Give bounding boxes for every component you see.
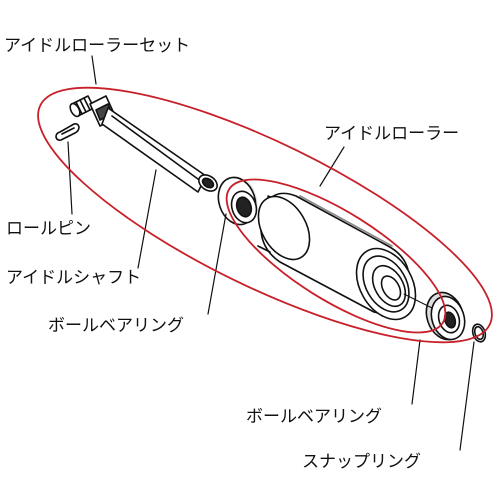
- leader-roll-pin: [67, 141, 73, 215]
- ball-bearing-left-label: ボールベアリング: [48, 316, 184, 336]
- idle-shaft-label: アイドルシャフト: [6, 268, 142, 288]
- snap-ring-label: スナップリング: [302, 452, 421, 472]
- leader-idle-roller-set: [91, 55, 97, 85]
- idle-roller-set-label: アイドルローラーセット: [4, 36, 191, 56]
- ball-bearing-right-label: ボールベアリング: [246, 407, 382, 427]
- idle-roller-label: アイドルローラー: [324, 124, 460, 144]
- leader-ball-bearing-left: [207, 213, 227, 315]
- roll-pin-label: ロールピン: [6, 219, 91, 239]
- assembly-axis-line: [403, 293, 433, 309]
- leader-idle-roller: [319, 146, 345, 187]
- ball-bearing-left-part: [217, 176, 258, 226]
- leader-ball-bearing-right: [411, 339, 421, 405]
- idle-roller-part: [257, 192, 417, 321]
- idle-shaft-part: [69, 95, 218, 193]
- snap-ring-part: [471, 323, 487, 343]
- leader-snap-ring: [459, 341, 475, 451]
- roll-pin-part: [55, 123, 80, 141]
- idle-roller-outline: [225, 178, 447, 334]
- leader-idle-shaft: [137, 169, 157, 269]
- idle-roller-set-outline: [37, 86, 493, 344]
